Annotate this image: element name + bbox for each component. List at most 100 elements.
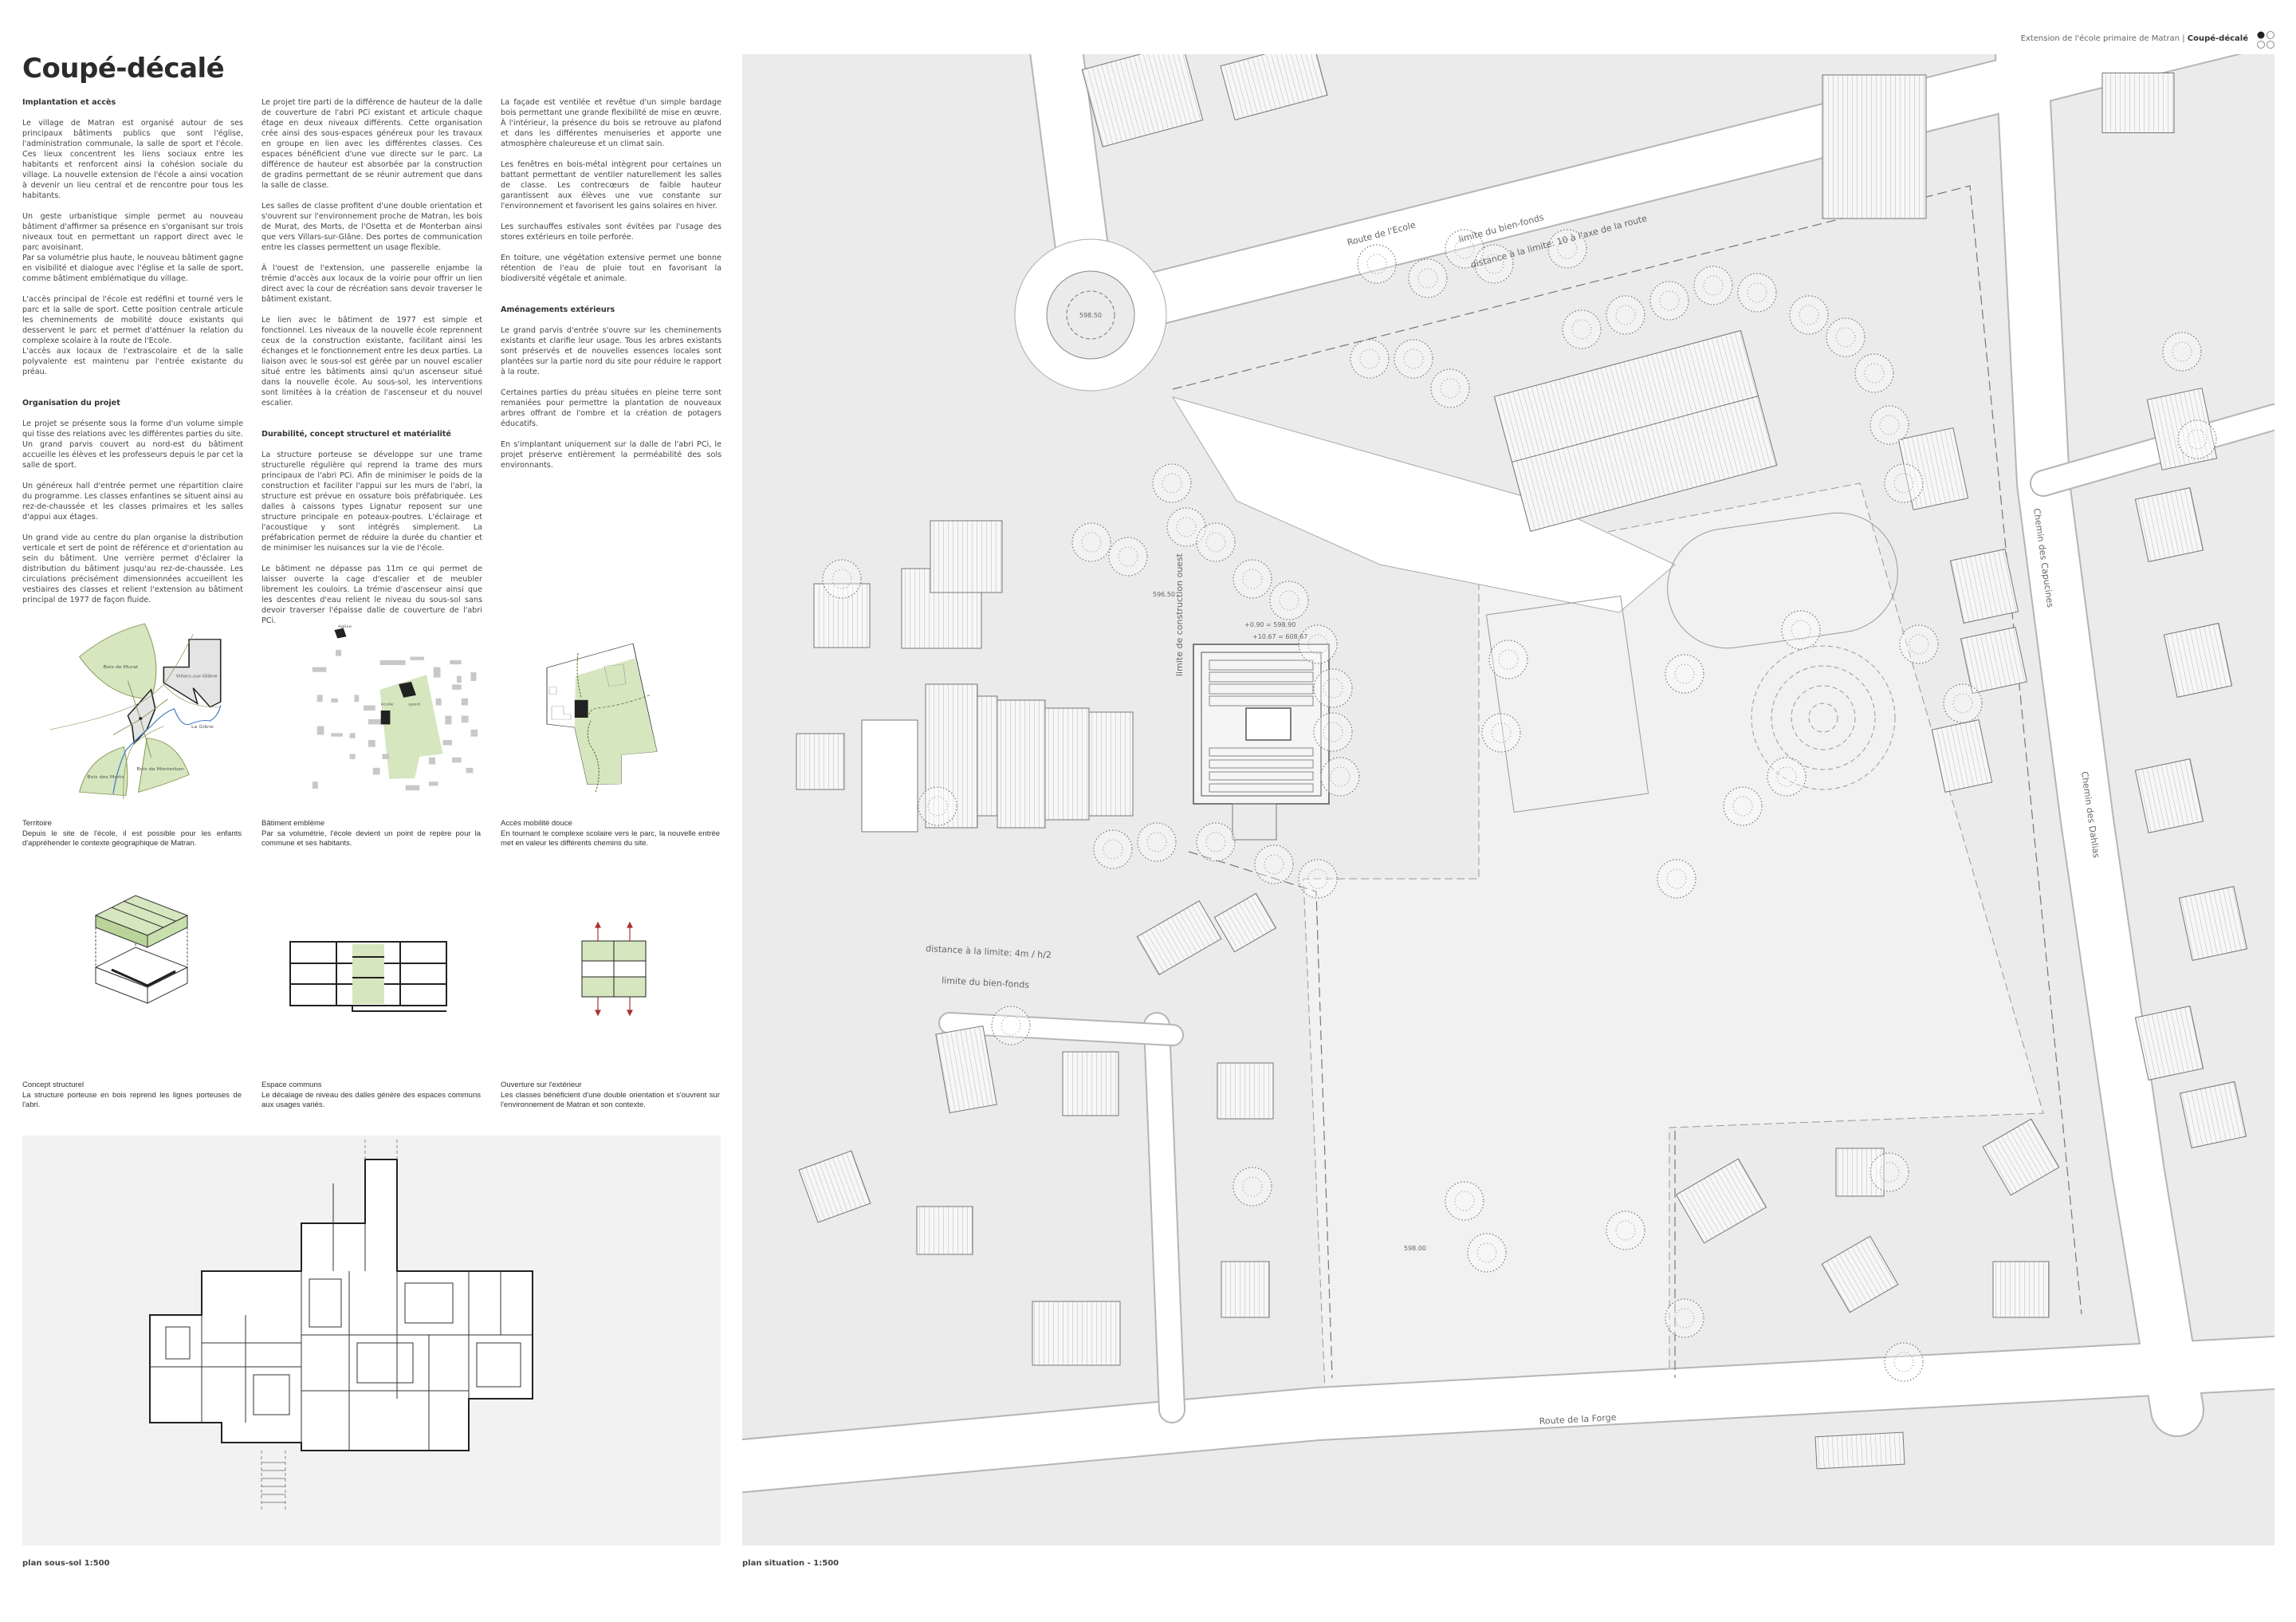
tree-icon: [1481, 713, 1521, 753]
neighbour-building: [372, 767, 380, 775]
tree-icon: [822, 559, 862, 599]
tree-icon: [2177, 419, 2217, 459]
neighbour-building: [364, 705, 375, 711]
tree-icon: [1152, 463, 1192, 503]
basement-floor-plan: [149, 1140, 533, 1510]
caption-body: En tournant le complexe scolaire vers le…: [501, 829, 720, 848]
paragraph: Le grand parvis d'entrée s'ouvre sur les…: [501, 326, 721, 376]
label-la-glane: La Glâne: [191, 725, 214, 730]
tree-icon: [1350, 339, 1390, 379]
soft-mobility-diagram: [546, 643, 658, 793]
tree-icon: [1394, 339, 1433, 379]
tree-icon: [1071, 522, 1111, 562]
tree-icon: [1826, 317, 1866, 357]
caption-body: La structure porteuse en bois reprend le…: [22, 1090, 242, 1110]
house: [930, 520, 1003, 593]
paragraph: Le lien avec le bâtiment de 1977 est sim…: [261, 316, 482, 407]
caption-body: Les classes bénéficient d'une double ori…: [501, 1090, 720, 1110]
neighbour-building: [316, 726, 324, 735]
tree-icon: [1562, 309, 1602, 349]
site-plan-drawing: Route de l'Ecole limite du bien-fonds di…: [742, 54, 2274, 1494]
caption-title: Concept structurel: [22, 1081, 85, 1089]
tree-icon: [1320, 757, 1360, 797]
tree-icon: [1488, 640, 1528, 679]
section-heading: Durabilité, concept structurel et matéri…: [261, 430, 451, 439]
label-limite-construction: limite de construction ouest: [1174, 553, 1185, 676]
territory-diagram: Bois de Murat Villars-sur-Glâne La Glâne…: [49, 623, 222, 799]
paragraph: Les fenêtres en bois-métal intègrent pou…: [501, 160, 721, 211]
caption-title: Espace communs: [261, 1081, 322, 1089]
tree-icon: [1767, 757, 1807, 797]
tree-icon: [1665, 654, 1704, 694]
orientation-diagram: [581, 921, 647, 1017]
landmark-diagram: église école sport: [312, 624, 478, 791]
text-column-2: Le projet tire parti de la différence de…: [261, 97, 482, 636]
neighbour-building: [466, 767, 474, 774]
tree-icon: [1408, 258, 1448, 298]
label-eglise: église: [338, 624, 352, 629]
neighbour-building: [405, 785, 420, 791]
paragraph: Certaines parties du préau situées en pl…: [501, 388, 721, 428]
paragraph: Les salles de classe profitent d'une dou…: [261, 202, 482, 252]
neighbour-building: [452, 757, 462, 763]
label-distance-4m: distance à la limite: 4m / h/2: [926, 943, 1052, 960]
caption-title: Bâtiment emblème: [261, 819, 325, 828]
tree-icon: [1657, 859, 1696, 899]
neighbour-building: [428, 757, 436, 765]
label-bois-de-murat: Bois de Murat: [104, 665, 139, 669]
label-altitude-598: 598.00: [1404, 1245, 1426, 1252]
tree-icon: [1606, 295, 1645, 335]
tree-icon: [1196, 522, 1236, 562]
neighbour-building: [445, 715, 452, 725]
project-header: Extension de l'école primaire de Matran …: [2021, 34, 2248, 43]
tree-icon: [1137, 822, 1177, 862]
paragraph: Un geste urbanistique simple permet au n…: [22, 212, 243, 252]
paragraph: L'accès aux locaux de l'extrascolaire et…: [22, 347, 243, 376]
label-altitude-roof: +10.67 = 608.67: [1252, 633, 1307, 640]
caption-body: Par sa volumétrie, l'école devient un po…: [261, 829, 481, 848]
neighbour-building: [336, 649, 342, 656]
tree-icon: [1665, 1298, 1704, 1338]
tree-icon: [1233, 559, 1272, 599]
house: [2134, 487, 2204, 562]
tree-icon: [991, 1006, 1031, 1045]
label-route-forge: Route de la Forge: [1539, 1412, 1616, 1427]
neighbour-building: [456, 675, 462, 683]
house: [1821, 1235, 1899, 1313]
text-column-1: Implantation et accès Le village de Matr…: [22, 97, 243, 616]
school-location-icon: [139, 717, 143, 720]
section-heading: Organisation du projet: [22, 399, 120, 407]
caption-body: Le décalage de niveau des dalles génère …: [261, 1090, 481, 1110]
house: [2178, 886, 2248, 961]
caption-body: Depuis le site de l'école, il est possib…: [22, 829, 242, 848]
house: [1032, 1301, 1121, 1366]
neighbour-building: [316, 695, 323, 703]
tree-icon: [1108, 537, 1148, 577]
house: [798, 1150, 871, 1223]
neighbour-building: [312, 781, 318, 789]
neighbour-building: [461, 698, 468, 706]
label-altitude-entry: +0.90 = 598.90: [1244, 621, 1295, 628]
house: [2163, 623, 2233, 698]
neighbour-building: [435, 698, 442, 706]
house: [796, 733, 845, 790]
tree-icon: [1298, 624, 1338, 664]
tree-icon: [1196, 822, 1236, 862]
basement-plan-panel: [22, 1136, 721, 1545]
neighbour-building: [354, 695, 360, 703]
label-altitude-596: 596.50: [1153, 591, 1175, 598]
house: [1982, 1118, 2060, 1196]
house: [2146, 388, 2218, 470]
paragraph: En s'implantant uniquement sur la dalle …: [501, 440, 721, 470]
label-altitude-roundabout: 598.50: [1079, 312, 1102, 319]
neighbour-building: [450, 659, 462, 665]
paragraph: Le projet tire parti de la différence de…: [261, 98, 482, 190]
tree-icon: [1737, 273, 1777, 313]
neighbour-building: [461, 715, 469, 723]
house: [1081, 54, 1204, 148]
situation-plan-label: plan situation - 1:500: [742, 1559, 839, 1568]
